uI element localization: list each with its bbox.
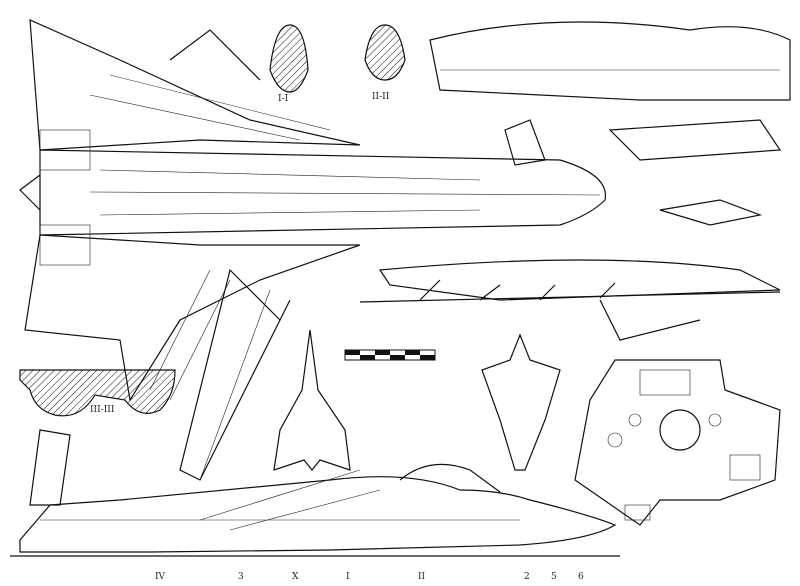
cut-marker: I: [346, 572, 350, 582]
scale-bar: [344, 349, 436, 361]
small-plan-folded: [481, 333, 561, 471]
cut-marker: II: [418, 572, 426, 582]
section-label-fuselage: II-II: [372, 92, 390, 102]
cut-marker: 5: [551, 572, 557, 582]
section-label-nose: I-I: [278, 94, 289, 104]
cut-marker: 6: [578, 572, 584, 582]
section-nose: [269, 24, 309, 93]
side-view-upper: [429, 21, 791, 226]
section-label-wing-root: III-III: [90, 405, 115, 415]
cut-marker: 2: [524, 572, 530, 582]
cut-marker: X: [292, 572, 299, 582]
cut-marker: IV: [155, 572, 166, 582]
cockpit-instrument-panel: [574, 359, 781, 526]
small-plan-swept: [273, 329, 351, 471]
weapons-view: [359, 259, 781, 341]
section-wing-root: [19, 369, 176, 417]
side-view-lower: [10, 429, 620, 557]
section-fuselage: [364, 24, 406, 81]
cut-marker: 3: [238, 572, 244, 582]
top-view: [19, 19, 607, 481]
